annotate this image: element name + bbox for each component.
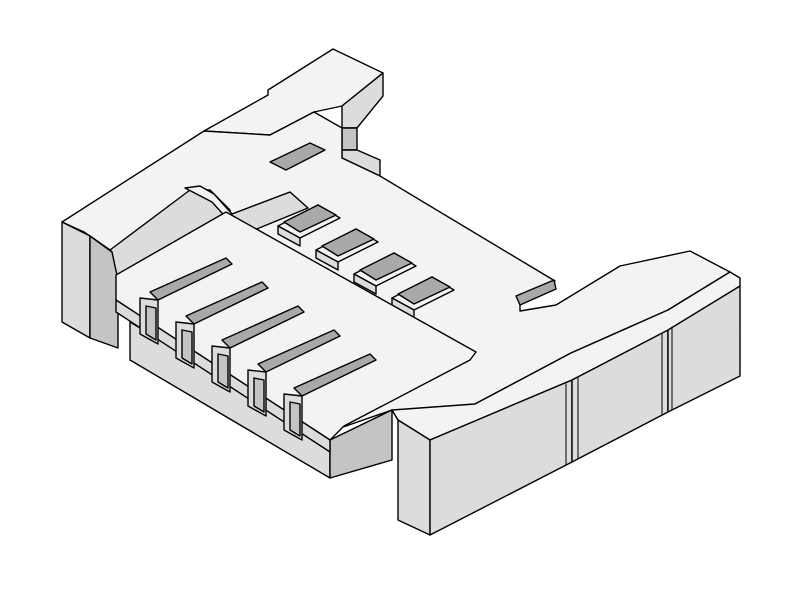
right-block-long-face-3 — [667, 285, 741, 413]
latch-window-1 — [277, 204, 341, 247]
front-lower-side — [329, 409, 393, 479]
latch-windows — [277, 204, 455, 319]
contact-slots — [139, 257, 377, 441]
contact-slot-1 — [139, 257, 233, 345]
latch-hole — [269, 142, 326, 171]
contact-slot-5 — [283, 353, 377, 441]
left-end-block — [61, 221, 119, 349]
left-block-front — [61, 221, 91, 339]
latch-window-4 — [391, 276, 455, 319]
rear-recess-edge — [231, 191, 309, 215]
contact-slot-3 — [211, 305, 305, 393]
right-end-block — [391, 271, 741, 536]
contact-slot-2 — [175, 281, 269, 369]
latch-window-2 — [315, 228, 379, 271]
contact-slot-4 — [247, 329, 341, 417]
back-latch-tab — [203, 48, 384, 177]
right-block-front — [397, 419, 431, 536]
back-latch-step — [341, 127, 358, 151]
back-latch-front-face — [341, 72, 384, 129]
latch-window-3 — [353, 252, 417, 295]
right-deck-slot — [515, 279, 557, 306]
right-block-groove-1 — [565, 376, 579, 466]
right-block-groove-2 — [661, 326, 673, 416]
